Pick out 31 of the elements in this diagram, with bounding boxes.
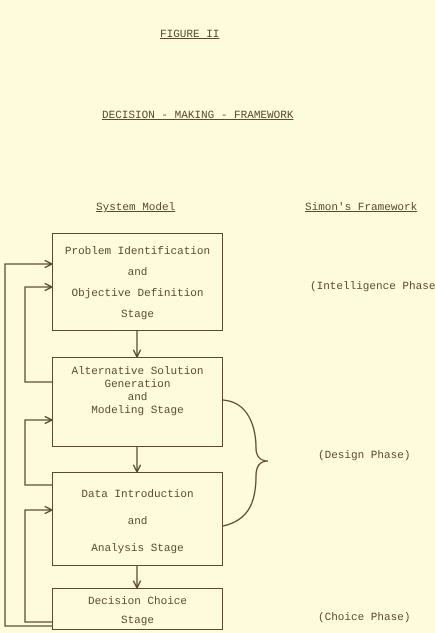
heading-label: System Model [96, 202, 176, 214]
stage-box [52, 233, 223, 331]
stage-text: Analysis Stage [91, 543, 184, 556]
stage-text: Stage [120, 309, 154, 322]
stage-box [52, 588, 223, 630]
stage-text: Decision Choice [88, 596, 188, 609]
stage-text: Data Introduction [81, 489, 194, 502]
arrow [132, 566, 142, 589]
heading-label: Simon's Framework [305, 202, 418, 214]
arrow [132, 447, 142, 473]
arrow [4, 260, 53, 627]
stage-text: and [128, 267, 148, 280]
stage-text: Generation [104, 379, 170, 392]
stage-text: Problem Identification [64, 246, 210, 259]
figure-title: FIGURE II [160, 29, 220, 41]
stage-text: Modeling Stage [91, 405, 184, 418]
stage-text: Alternative Solution [71, 366, 204, 379]
phase-label: (Choice Phase) [318, 612, 410, 624]
stage-text: Stage [120, 615, 154, 628]
arrow [132, 331, 142, 358]
stage-text: and [128, 516, 148, 529]
stage-text: Objective Definition [71, 288, 204, 301]
stage-box [52, 357, 223, 447]
arrow [24, 282, 53, 383]
arrow [24, 506, 53, 623]
stage-text: and [128, 392, 148, 405]
phase-label: (Design Phase) [318, 450, 410, 462]
heading-label: DECISION - MAKING - FRAMEWORK [102, 110, 294, 122]
arrow [24, 416, 53, 486]
phase-label: (Intelligence Phase [310, 281, 435, 293]
stage-box [52, 472, 223, 566]
